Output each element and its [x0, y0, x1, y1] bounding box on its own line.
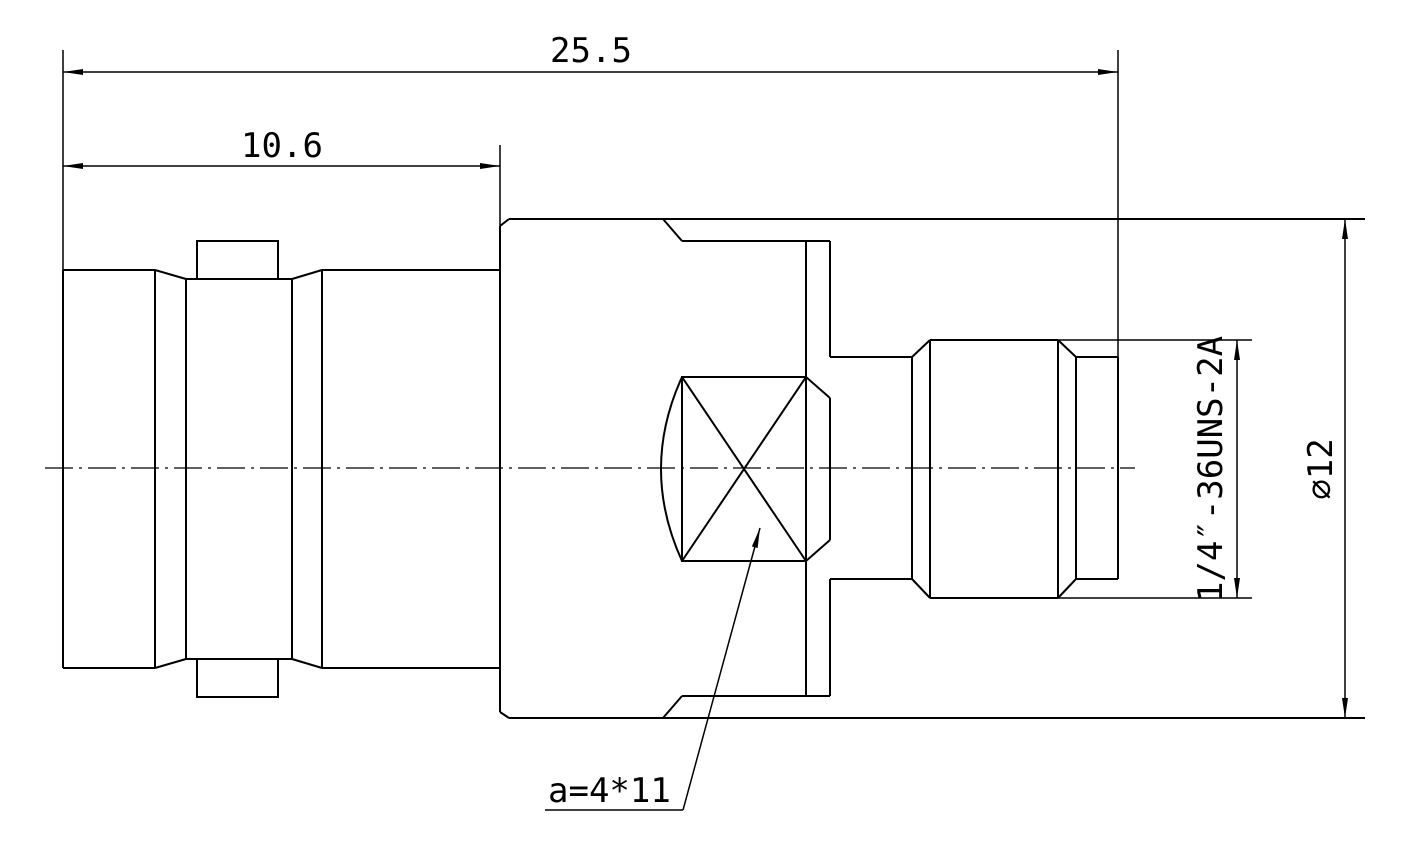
hex-callout-label: a=4*11 — [548, 771, 671, 811]
bayonet-pin-bottom — [196, 658, 279, 698]
dim-front-length-label: 10.6 — [241, 126, 323, 166]
threaded-end — [830, 339, 1119, 599]
dim-diameter: ⌀12 — [1301, 219, 1348, 718]
bayonet-pin-top — [196, 240, 279, 280]
dim-overall-length-label: 25.5 — [550, 31, 632, 71]
dim-thread-label: 1/4″-36UNS-2A — [1191, 336, 1231, 602]
dim-overall-length: 25.5 — [62, 31, 1119, 357]
hex-callout: a=4*11 — [545, 527, 761, 811]
dim-front-length: 10.6 — [63, 126, 501, 226]
dim-diameter-label: ⌀12 — [1301, 438, 1341, 499]
main-body — [499, 218, 1365, 719]
dim-thread: 1/4″-36UNS-2A — [1058, 336, 1252, 602]
hex-flats — [660, 376, 831, 562]
front-body — [62, 269, 500, 669]
